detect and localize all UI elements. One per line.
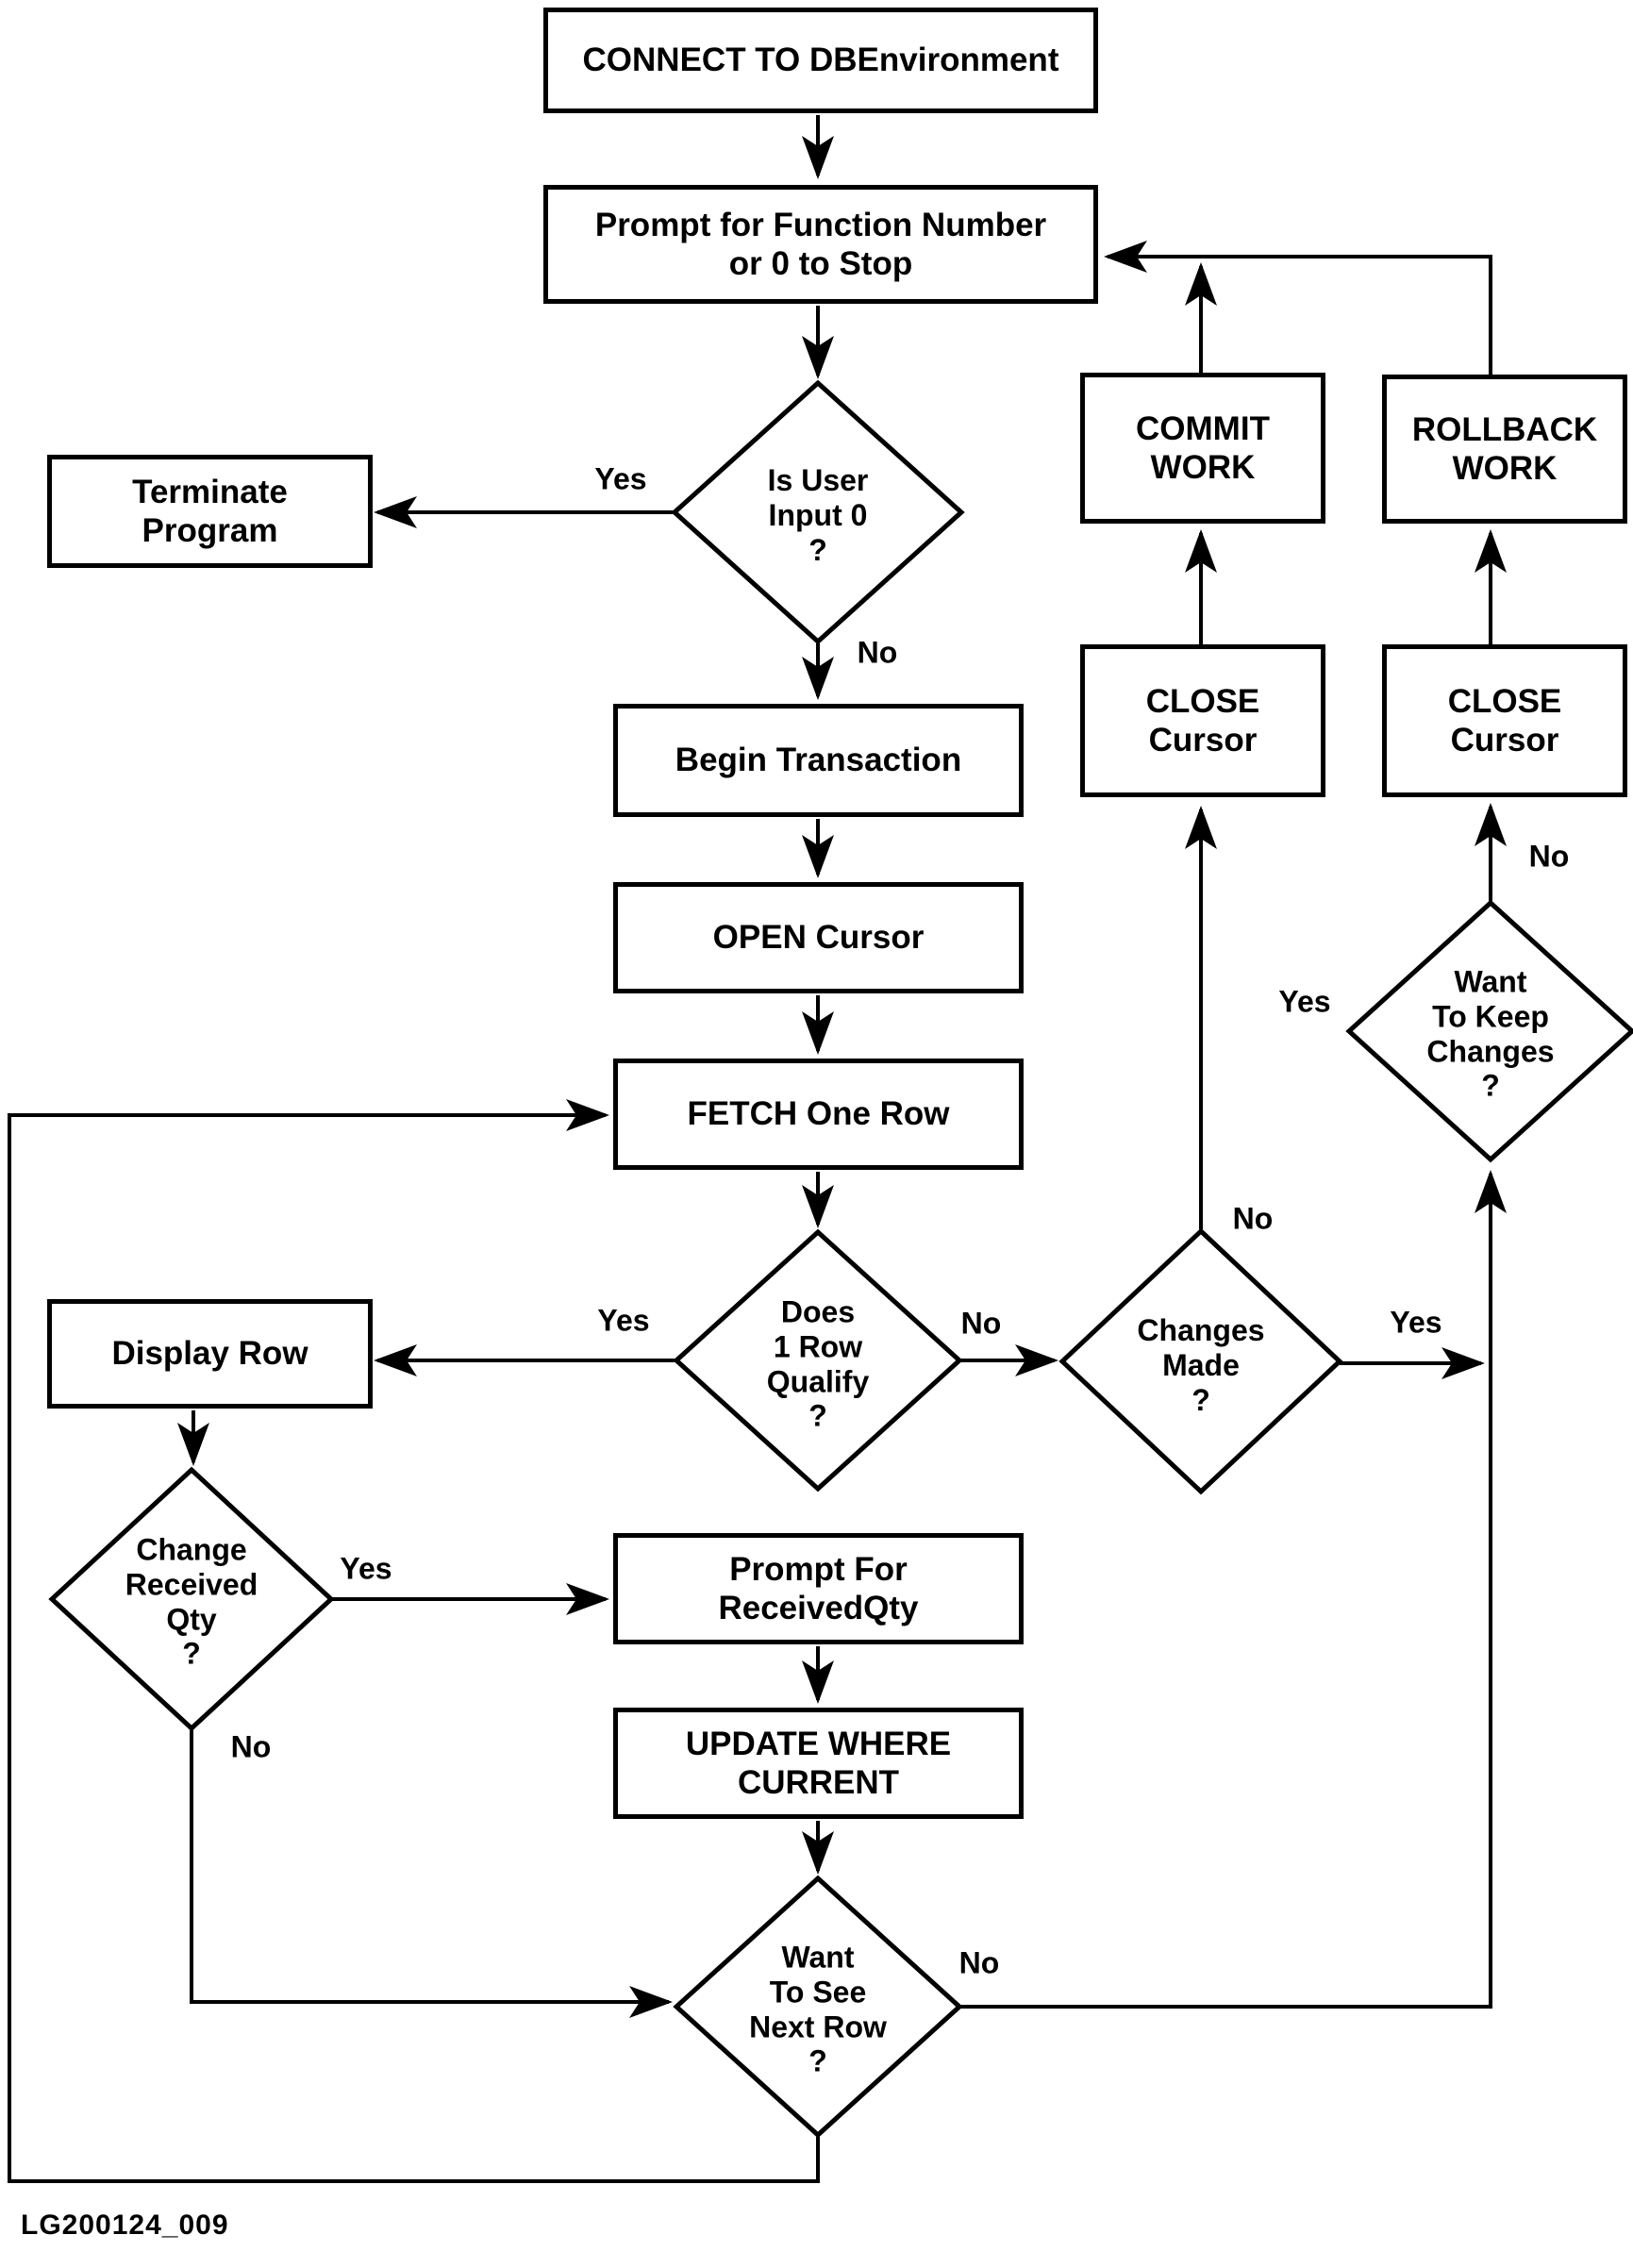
edge-nextrow-no-keep [959, 1170, 1507, 2009]
figure-caption: LG200124_009 [21, 2210, 229, 2241]
decision-want-to-keep-changes-label: Want To Keep Changes ? [1426, 964, 1555, 1103]
node-terminate-program: Terminate Program [47, 455, 373, 568]
node-commit-work: COMMIT WORK [1080, 373, 1325, 524]
decision-want-to-see-next-row-shape [673, 1875, 963, 2139]
node-connect-dbenvironment: CONNECT TO DBEnvironment [543, 8, 1098, 113]
node-begin-transaction: Begin Transaction [613, 704, 1024, 817]
node-open-cursor: OPEN Cursor [613, 882, 1024, 993]
edge-label-chqty-yes: Yes [340, 1551, 392, 1586]
decision-does-1-row-qualify-shape [673, 1228, 963, 1493]
edge-rollback-to-prompt [1104, 241, 1492, 375]
decision-changes-made-label: Changes Made ? [1137, 1312, 1265, 1417]
edge-chqty-no-nextrow [190, 1730, 673, 2018]
edge-label-keep-no: No [1528, 839, 1570, 874]
edge-label-chqty-no: No [230, 1729, 272, 1764]
decision-change-received-qty-shape [48, 1466, 335, 1732]
node-fetch-one-row: FETCH One Row [613, 1059, 1024, 1170]
edge-label-nextrow-no: No [958, 1945, 1000, 1980]
edge-nextrow-loop-fetch [8, 1099, 820, 2183]
edge-label-qualify-yes: Yes [597, 1303, 650, 1338]
decision-does-1-row-qualify-label: Does 1 Row Qualify ? [766, 1294, 870, 1433]
node-rollback-work: ROLLBACK WORK [1382, 375, 1627, 524]
node-close-cursor-right: CLOSE Cursor [1382, 644, 1627, 797]
decision-want-to-see-next-row-label: Want To See Next Row ? [749, 1940, 887, 2078]
node-update-where-current: UPDATE WHERE CURRENT [613, 1708, 1024, 1819]
edge-label-changes-no: No [1232, 1201, 1274, 1236]
edge-label-input0-no: No [857, 635, 898, 670]
decision-want-to-keep-changes-shape [1345, 899, 1633, 1163]
node-prompt-function-number: Prompt for Function Number or 0 to Stop [543, 185, 1098, 304]
decision-change-received-qty-label: Change Received Qty ? [125, 1532, 258, 1671]
decision-changes-made-shape [1058, 1227, 1343, 1495]
decision-is-user-input-0-label: Is User Input 0 ? [767, 462, 869, 567]
edge-label-changes-yes: Yes [1390, 1305, 1442, 1340]
edge-label-keep-yes: Yes [1278, 984, 1331, 1019]
edge-label-input0-yes: Yes [594, 461, 647, 496]
decision-is-user-input-0-shape [671, 379, 965, 645]
node-prompt-receivedqty: Prompt For ReceivedQty [613, 1533, 1024, 1644]
node-close-cursor-left: CLOSE Cursor [1080, 644, 1325, 797]
edge-label-qualify-no: No [960, 1306, 1002, 1341]
node-display-row: Display Row [47, 1299, 373, 1409]
